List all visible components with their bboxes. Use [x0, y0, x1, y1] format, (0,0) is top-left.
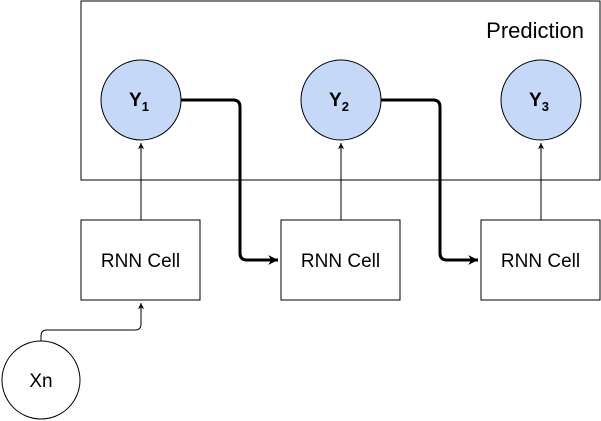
output-node-1: Y1 [100, 59, 182, 141]
arrow-xn-to-cell1 [40, 303, 145, 341]
arrow-y2-to-cell3 [381, 98, 478, 265]
output-3-letter: Y [529, 90, 542, 111]
svg-text:Y3: Y3 [529, 90, 549, 114]
output-node-3: Y3 [500, 59, 582, 141]
svg-text:Y1: Y1 [129, 90, 149, 114]
arrow-y1-to-cell2 [181, 98, 278, 265]
output-node-2: Y2 [300, 59, 382, 141]
rnn-cell-1: RNN Cell [80, 219, 201, 301]
output-2-letter: Y [329, 90, 342, 111]
prediction-label: Prediction [486, 18, 584, 43]
input-node: Xn [1, 340, 81, 420]
output-3-subscript: 3 [542, 99, 549, 114]
output-1-subscript: 1 [142, 99, 149, 114]
rnn-cell-1-label: RNN Cell [101, 251, 180, 272]
svg-text:Y2: Y2 [329, 90, 349, 114]
output-1-letter: Y [129, 90, 142, 111]
rnn-cell-3: RNN Cell [480, 219, 601, 301]
rnn-cell-2-label: RNN Cell [301, 251, 380, 272]
rnn-cell-3-label: RNN Cell [501, 251, 580, 272]
input-label: Xn [29, 371, 52, 392]
output-2-subscript: 2 [342, 99, 349, 114]
rnn-cell-2: RNN Cell [280, 219, 401, 301]
